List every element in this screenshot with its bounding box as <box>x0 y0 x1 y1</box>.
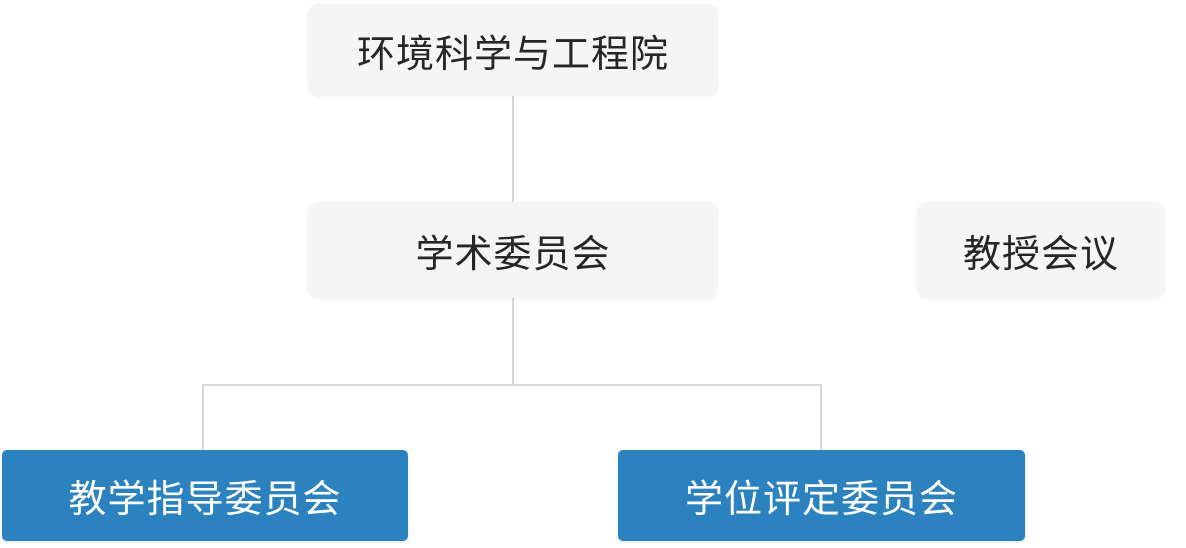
node-academic-committee-label: 学术委员会 <box>415 233 611 276</box>
node-professor-meeting: 教授会议 <box>917 202 1165 298</box>
node-root: 环境科学与工程院 <box>308 4 718 96</box>
connector-drop-teaching <box>202 384 204 450</box>
node-teaching-guidance-committee: 教学指导委员会 <box>2 450 408 541</box>
node-degree-evaluation-committee: 学位评定委员会 <box>618 450 1025 541</box>
connector-drop-degree <box>820 384 822 450</box>
node-professor-meeting-label: 教授会议 <box>962 233 1119 276</box>
node-root-label: 环境科学与工程院 <box>356 33 669 76</box>
connector-root-to-academic <box>512 96 514 202</box>
connector-academic-stem <box>512 298 514 385</box>
node-academic-committee: 学术委员会 <box>308 202 718 298</box>
node-degree-evaluation-committee-label: 学位评定委员会 <box>684 479 958 521</box>
connector-branch-bar <box>202 384 822 386</box>
node-teaching-guidance-committee-label: 教学指导委员会 <box>68 479 342 521</box>
